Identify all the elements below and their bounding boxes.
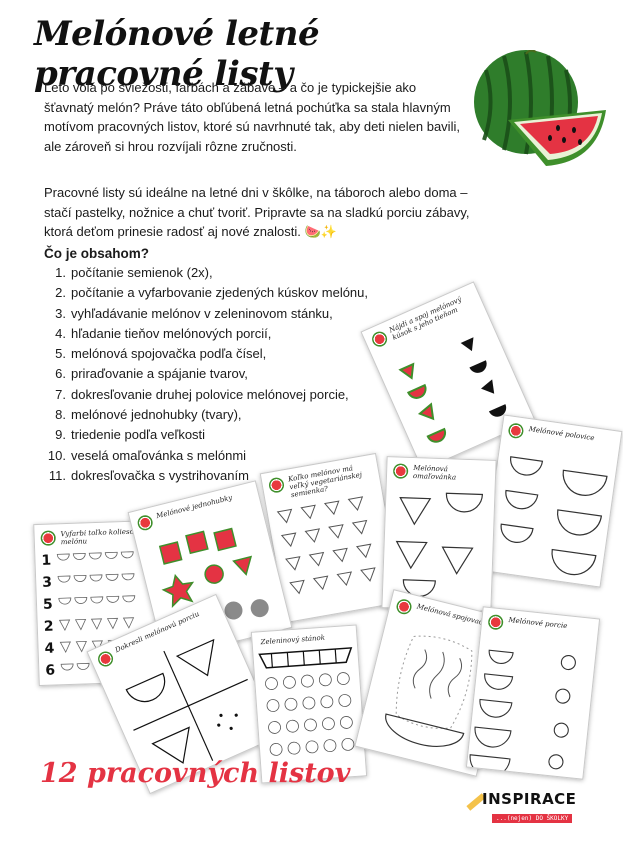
worksheet-dots: Melónová spojovačka: [354, 589, 516, 777]
happy-melons-icon: [395, 492, 484, 597]
worksheet-shapes: Dokresli melónovú porciu: [86, 593, 280, 795]
contents-heading: Čo je obsahom?: [44, 246, 150, 261]
list-item: 11.dokresľovačka s vystrihovaním: [48, 467, 249, 483]
svg-text:4: 4: [44, 641, 55, 657]
shadow-slices-icon: [398, 337, 507, 443]
page-title: Melónové letné pracovné listy: [34, 14, 320, 94]
list-item: 5.melónová spojovačka podľa čísel,: [55, 346, 267, 362]
intro-paragraph-2: Pracovné listy sú ideálne na letné dni v…: [44, 185, 470, 239]
list-item: 10.veselá omaľovánka s melónmi: [47, 447, 247, 463]
worksheet-sizes: Melónové porcie: [465, 606, 601, 780]
watermelon-illustration: [474, 50, 606, 166]
svg-text:5: 5: [43, 597, 53, 613]
svg-text:2: 2: [44, 619, 54, 635]
counting-rows-icon: 1 3 5 2 4 6: [41, 551, 138, 679]
svg-text:6: 6: [45, 663, 55, 679]
shape-halves-icon: [125, 638, 248, 764]
svg-text:1: 1: [41, 553, 51, 569]
worksheet-coloring: Melónová omaľovánka: [381, 456, 497, 612]
size-sorting-icon: [469, 649, 576, 778]
brand-name: INSPIRACE: [482, 790, 577, 808]
list-item: 3.vyhľadávanie melónov v zeleninovom stá…: [55, 305, 333, 321]
dot-to-dot-icon: [385, 635, 473, 747]
worksheet-count-title: 12 pracovných listov: [40, 758, 351, 789]
svg-text:3: 3: [42, 575, 52, 591]
half-melons-icon: [500, 456, 608, 576]
list-item: 9.triedenie podľa veľkosti: [55, 427, 206, 443]
list-item: 7.dokresľovanie druhej polovice melónove…: [55, 386, 349, 402]
slice-grid-icon: [276, 496, 376, 595]
intro-paragraph: Leto volá po sviežosti, farbách a zábave…: [44, 80, 460, 154]
contents-list: 1.počítanie semienok (2x), 2.počítanie a…: [44, 263, 368, 486]
list-item: 8.melónové jednohubky (tvary),: [55, 407, 242, 423]
worksheet-stand: Zeleninový stánok: [250, 624, 368, 784]
worksheet-halves: Melónové polovice: [481, 414, 623, 588]
list-item: 1.počítanie semienok (2x),: [55, 265, 213, 280]
brand-tagline: ...(nejen) DO ŠKOLKY: [492, 814, 573, 823]
worksheet-shadows: Nájdi a spoj melónový kúsok s jeho tieňo…: [360, 281, 536, 471]
list-item: 2.počítanie a vyfarbovanie zjedených kús…: [55, 285, 369, 301]
list-item: 4.hľadanie tieňov melónových porcií,: [55, 325, 272, 341]
brand-logo: INSPIRACE ...(nejen) DO ŠKOLKY: [466, 790, 578, 830]
list-item: 6.priraďovanie a spájanie tvarov,: [55, 366, 248, 382]
worksheet-seeds: Koľko melónov má veľký vegetariánskej se…: [259, 452, 403, 624]
vegetable-stand-icon: [258, 647, 355, 756]
